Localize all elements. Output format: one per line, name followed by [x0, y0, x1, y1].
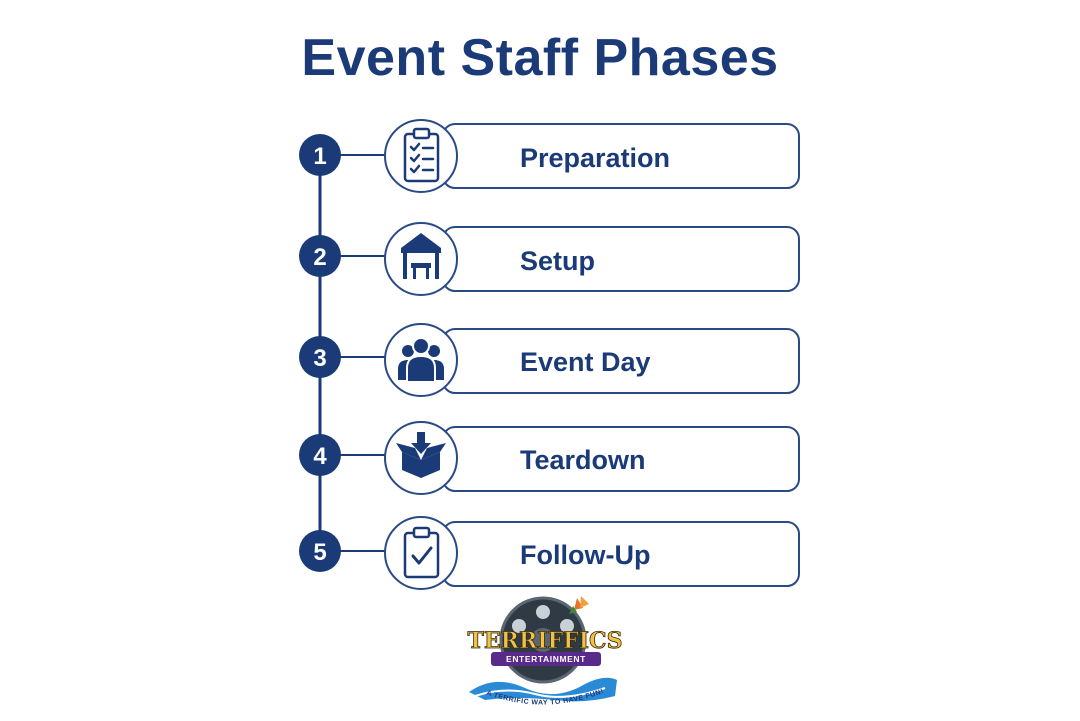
flower-icon [569, 596, 589, 614]
phase-5: 5 [299, 516, 800, 590]
logo-subtitle: ENTERTAINMENT [506, 654, 586, 664]
logo-name: TERRIFFICS [468, 628, 623, 654]
phase-label-4: Teardown [520, 445, 646, 475]
clipboard-check-icon [403, 526, 440, 579]
tent-icon [401, 233, 441, 279]
number-badge-3 [299, 336, 341, 378]
clipboard-checklist-icon [403, 127, 440, 183]
people-group-icon [398, 337, 444, 383]
phase-1: 1 [299, 119, 800, 193]
icon-circle-4 [384, 421, 458, 495]
phase-number-5: 5 [313, 539, 326, 566]
phase-number-3: 3 [313, 345, 326, 372]
number-badge-2 [299, 235, 341, 277]
phase-number-1: 1 [313, 143, 326, 170]
phase-2: 2 [299, 222, 800, 296]
number-badge-5 [299, 530, 341, 572]
phase-3: 3 [299, 323, 800, 397]
phase-box-2 [442, 226, 800, 292]
phase-number-4: 4 [313, 443, 327, 470]
phase-label-5: Follow-Up [520, 540, 651, 570]
number-badge-1 [299, 134, 341, 176]
phase-number-2: 2 [313, 244, 326, 271]
box-down-arrow-icon [396, 432, 446, 478]
phase-label-2: Setup [520, 246, 596, 276]
page-title: Event Staff Phases [301, 29, 779, 87]
number-badge-4 [299, 434, 341, 476]
company-logo: TERRIFFICS ENTERTAINMENT A TERRIFIC WAY … [465, 592, 625, 716]
phase-label-1: Preparation [520, 143, 671, 173]
phase-4: 4 [299, 421, 800, 495]
phase-label-3: Event Day [520, 347, 651, 377]
logo-ribbon [491, 652, 601, 666]
